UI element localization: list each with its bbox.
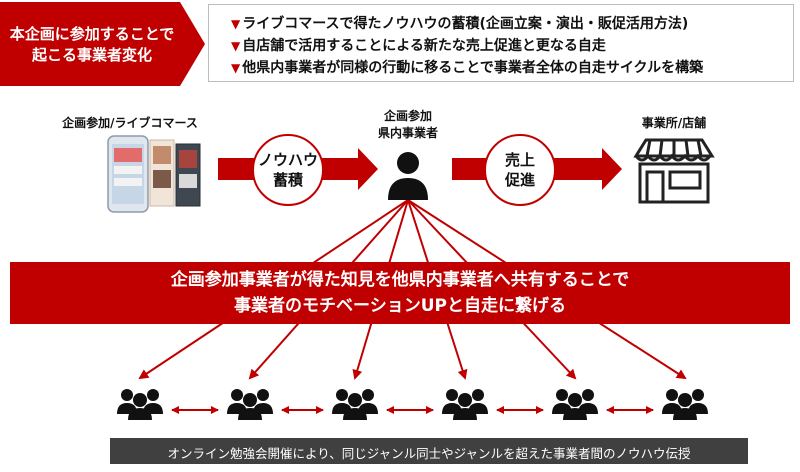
footer-bar — [110, 438, 748, 464]
header-badge-text: 本企画に参加することで 起こる事業者変化 — [8, 24, 176, 66]
footer-text: オンライン勉強会開催により、同じジャンル同士やジャンルを超えた事業者間のノウハウ… — [167, 446, 691, 461]
right-node-label: 事業所/店舗 — [641, 116, 707, 130]
banner — [10, 262, 790, 324]
center-node-label: 企画参加 県内事業者 — [358, 108, 458, 142]
circle-knowhow-line1: ノウハウ — [257, 151, 318, 169]
header-bullet-text: ライブコマースで得たノウハウの蓄積(企画立案・演出・販促活用方法) — [242, 16, 689, 32]
header-badge-line1: 本企画に参加することで — [9, 25, 175, 43]
banner-text: 企画参加事業者が得た知見を他県内事業者へ共有することで 事業者のモチベーションU… — [10, 267, 790, 319]
header-badge-line2: 起こる事業者変化 — [31, 46, 152, 64]
circle-sales: 売上 促進 — [484, 134, 556, 206]
header-bullet-1: ▼ライブコマースで得たノウハウの蓄積(企画立案・演出・販促活用方法) — [231, 13, 688, 33]
group-icon — [227, 389, 273, 420]
left-node-label: 企画参加/ライブコマース — [62, 116, 198, 130]
header-bullet-text: 他県内事業者が同様の行動に移ることで事業者全体の自走サイクルを構築 — [242, 60, 704, 76]
header-summary-box: ▼ライブコマースで得たノウハウの蓄積(企画立案・演出・販促活用方法) ▼自店舗で… — [208, 4, 794, 82]
banner-line2: 事業者のモチベーションUPと自走に繋げる — [234, 296, 566, 316]
center-node-label-line1: 企画参加 — [383, 109, 432, 123]
group-icons — [117, 389, 708, 420]
circle-sales-line2: 促進 — [504, 171, 535, 189]
banner-line1: 企画参加事業者が得た知見を他県内事業者へ共有することで — [170, 270, 630, 290]
header-badge — [0, 2, 205, 86]
group-icon — [332, 389, 378, 420]
circle-knowhow: ノウハウ 蓄積 — [252, 134, 324, 206]
group-icon — [662, 389, 708, 420]
group-icon — [117, 389, 163, 420]
triangle-bullet-icon: ▼ — [231, 17, 241, 31]
header-bullet-text: 自店舗で活用することによる新たな売上促進と更なる自走 — [242, 38, 606, 54]
triangle-bullet-icon: ▼ — [231, 61, 241, 75]
header-bullet-2: ▼自店舗で活用することによる新たな売上促進と更なる自走 — [231, 35, 606, 55]
circle-knowhow-line2: 蓄積 — [272, 171, 303, 189]
center-node-label-line2: 県内事業者 — [377, 126, 438, 140]
phone-screenshots-icon — [107, 135, 201, 213]
group-icon — [442, 389, 488, 420]
group-icon — [552, 389, 598, 420]
header-bullet-3: ▼他県内事業者が同様の行動に移ることで事業者全体の自走サイクルを構築 — [231, 57, 703, 77]
storefront-icon — [633, 138, 715, 204]
triangle-bullet-icon: ▼ — [231, 39, 241, 53]
person-icon — [388, 152, 428, 200]
circle-sales-line1: 売上 — [504, 151, 535, 169]
